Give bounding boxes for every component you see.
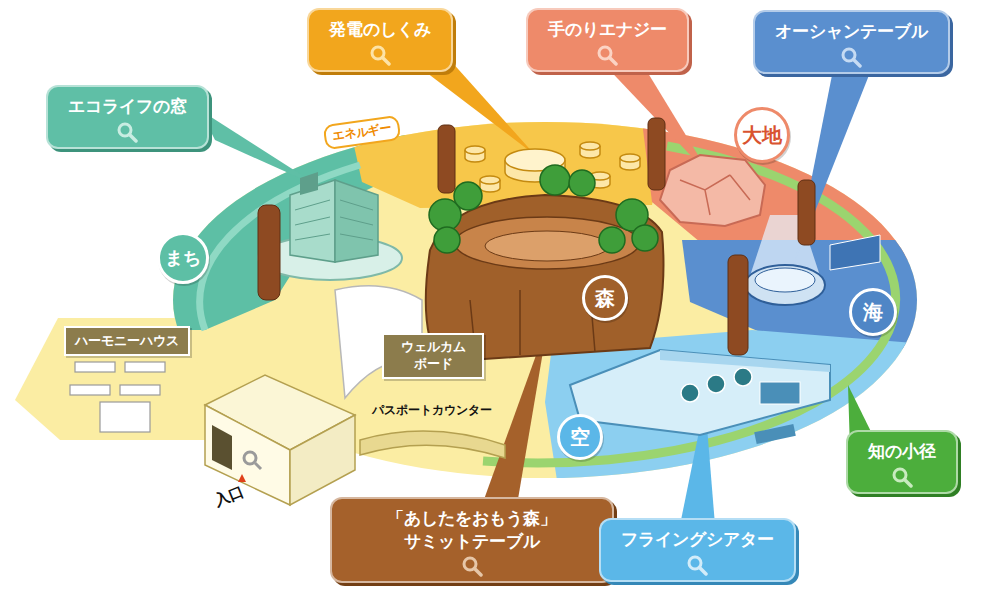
search-icon <box>596 44 618 66</box>
callout-box: 知の小径 <box>846 430 958 494</box>
search-icon <box>244 452 261 469</box>
search-icon <box>686 554 708 576</box>
callout-box: 「あしたをおもう森」 サミットテーブル <box>330 497 614 584</box>
node-text: 発電のしくみ <box>329 18 431 41</box>
ocean-table <box>745 265 825 305</box>
node-text: 大地 <box>742 122 782 149</box>
callout-box: エコライフの窓 <box>46 85 209 149</box>
search-icon <box>461 555 483 577</box>
zone-circle: まち <box>157 232 209 284</box>
node-text: 空 <box>570 424 590 451</box>
area-plate: ウェルカム ボード <box>382 333 484 379</box>
callout-pointer <box>410 60 535 155</box>
ocean-wall <box>830 235 880 270</box>
node-text: ハーモニーハウス <box>75 332 179 350</box>
node-text: ウェルカム ボード <box>393 339 473 373</box>
callout-box: 手のりエナジー <box>526 8 689 72</box>
search-icon <box>369 44 391 66</box>
entrance-marker <box>238 474 246 482</box>
node-text: 森 <box>595 285 615 312</box>
callout-box: 発電のしくみ <box>307 8 453 72</box>
node-text: まち <box>165 246 201 270</box>
search-icon <box>116 121 138 143</box>
building <box>290 180 335 262</box>
zone-circle: 大地 <box>734 107 790 163</box>
node-text: オーシャンテーブル <box>775 20 928 43</box>
node-text: 知の小径 <box>868 440 936 463</box>
passport-counter <box>360 431 505 458</box>
node-text: 「あしたをおもう森」 サミットテーブル <box>352 507 592 553</box>
callout-pointer <box>200 110 322 188</box>
zone-circle: 森 <box>582 275 628 321</box>
screen <box>300 172 318 195</box>
flying-theater <box>570 350 830 435</box>
search-icon <box>891 466 913 488</box>
rock <box>660 155 765 226</box>
callout-pointer <box>795 60 875 262</box>
place-label: パスポートカウンター <box>372 402 492 419</box>
search-icon <box>840 46 862 68</box>
node-text: エネルギー <box>331 119 393 144</box>
entrance-label: 入口 <box>212 482 247 511</box>
area-plate: ハーモニーハウス <box>64 326 190 356</box>
callout-box: フライングシアター <box>599 518 796 582</box>
console <box>760 382 800 404</box>
node-text: エコライフの窓 <box>68 95 187 118</box>
zone-circle: 海 <box>849 288 897 336</box>
node-text: フライングシアター <box>621 528 774 551</box>
node-text: 手のりエナジー <box>548 18 667 41</box>
node-text: 海 <box>863 299 883 326</box>
building <box>335 180 378 262</box>
zone-circle: 空 <box>557 414 603 460</box>
callout-box: オーシャンテーブル <box>753 10 950 74</box>
